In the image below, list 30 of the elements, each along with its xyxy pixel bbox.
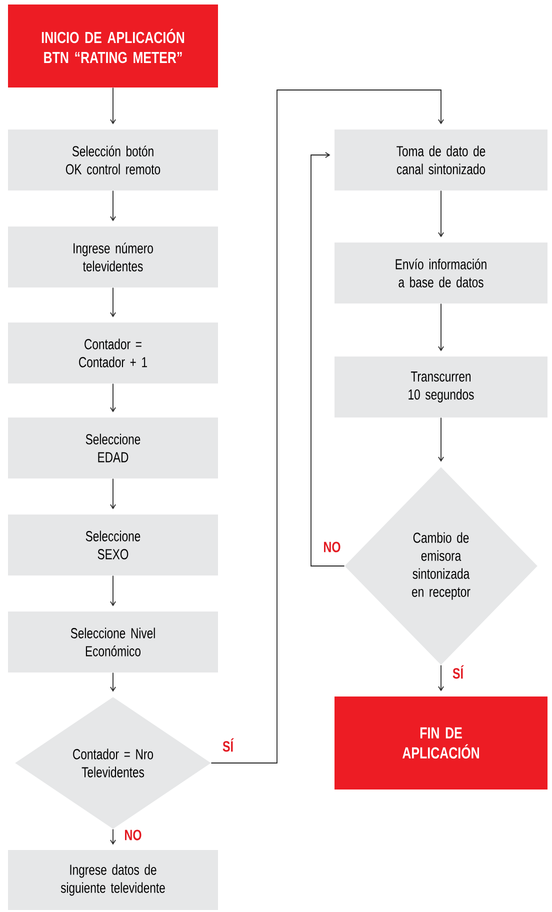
- arrow: [438, 417, 444, 462]
- edge-label: SÍ: [221, 737, 235, 753]
- arrow: [110, 828, 116, 845]
- arrow: [438, 190, 444, 238]
- arrow: [110, 190, 116, 222]
- arrow: [110, 383, 116, 412]
- arrow: [210, 90, 444, 764]
- terminal-box: FIN DE APLICACIÓN: [334, 696, 548, 790]
- arrow: [438, 303, 444, 352]
- arrow: [110, 672, 116, 692]
- arrow: [110, 575, 116, 606]
- process-box: Contador = Contador + 1: [8, 322, 218, 384]
- process-box: Seleccione Nivel Económico: [8, 612, 218, 672]
- arrow: [110, 87, 116, 124]
- process-box: Transcurren 10 segundos: [334, 356, 548, 418]
- process-box: Ingrese datos de siguiente televidente: [8, 850, 218, 910]
- process-box: Selección botón OK control remoto: [8, 130, 218, 190]
- arrow: [110, 287, 116, 318]
- edge-label: SÍ: [451, 664, 465, 680]
- process-box: Envío información a base de datos: [334, 242, 548, 304]
- arrow: [310, 152, 345, 566]
- arrow: [438, 664, 444, 692]
- process-box: Seleccione SEXO: [8, 514, 218, 576]
- arrow: [110, 478, 116, 510]
- process-box: Seleccione EDAD: [8, 418, 218, 478]
- process-box: Toma de dato de canal sintonizado: [334, 130, 548, 190]
- terminal-box: INICIO DE APLICACIÓN BTN “RATING METER”: [8, 4, 218, 88]
- process-box: Ingrese número televidentes: [8, 226, 218, 288]
- edge-label: NO: [123, 828, 143, 842]
- edge-label: NO: [322, 540, 342, 554]
